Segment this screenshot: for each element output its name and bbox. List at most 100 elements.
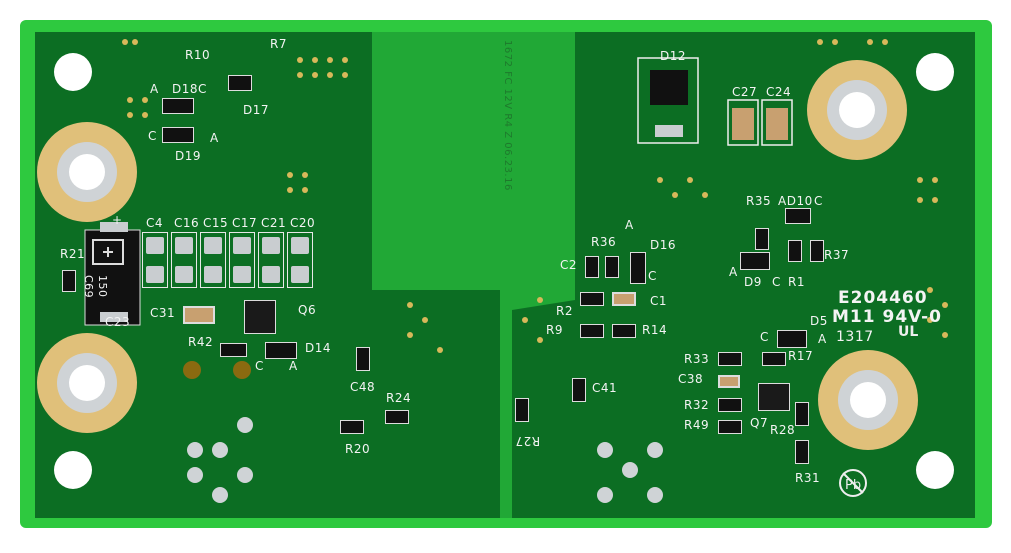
label-anode: A [150, 82, 159, 96]
label-r32: R32 [684, 398, 710, 412]
label-cathode: C [648, 269, 657, 283]
screw-hole [916, 53, 954, 91]
label-r9: R9 [546, 323, 563, 337]
label-c21: C21 [261, 216, 287, 230]
label-c2: C2 [560, 258, 578, 272]
resistor-r21 [62, 270, 76, 292]
label-c48: C48 [350, 380, 376, 394]
label-r2: R2 [556, 304, 573, 318]
diode-d9 [740, 252, 770, 270]
capacitor-c31 [183, 306, 215, 324]
label-c38: C38 [678, 372, 704, 386]
resistor-r24 [385, 410, 409, 424]
label-r20: R20 [345, 442, 371, 456]
label-r31: R31 [795, 471, 821, 485]
resistor-r31 [795, 440, 809, 464]
screw-hole [54, 451, 92, 489]
c27-capacitor [732, 108, 754, 140]
label-r14: R14 [642, 323, 668, 337]
diode-ad10 [785, 208, 811, 224]
label-d5: D5 [810, 314, 828, 328]
capacitor-c38 [718, 375, 740, 388]
label-c27: C27 [732, 85, 758, 99]
label-r42: R42 [188, 335, 214, 349]
resistor-r2 [580, 292, 604, 306]
label-r49: R49 [684, 418, 710, 432]
label-cathode: C [255, 359, 264, 373]
capacitor-c20 [287, 232, 313, 288]
diode-d5 [777, 330, 807, 348]
vias [122, 39, 948, 353]
diode-d17 [228, 75, 252, 91]
label-d18: D18 [172, 82, 199, 96]
capacitor-c21 [258, 232, 284, 288]
diode-d18 [162, 98, 194, 114]
label-r1: R1 [788, 275, 805, 289]
resistor-r36 [605, 256, 619, 278]
label-d17: D17 [243, 103, 270, 117]
resistor-r14 [612, 324, 636, 338]
diode-d19 [162, 127, 194, 143]
label-r24: R24 [386, 391, 412, 405]
resistor-r35 [755, 228, 769, 250]
label-r35: R35 [746, 194, 772, 208]
capacitor-c17 [229, 232, 255, 288]
label-c20: C20 [290, 216, 316, 230]
label-c1: C1 [650, 294, 668, 308]
c23-tantalum-capacitor [84, 229, 141, 326]
label-r36: R36 [591, 235, 617, 249]
label-c24: C24 [766, 85, 792, 99]
diode-d16 [630, 252, 646, 284]
label-c31: C31 [150, 306, 176, 320]
capacitor-c4 [142, 232, 168, 288]
label-r33: R33 [684, 352, 710, 366]
label-q6: Q6 [298, 303, 317, 317]
cert-number: E204460 [838, 288, 928, 308]
isolation-channel [372, 32, 575, 518]
resistor-r17 [762, 352, 786, 366]
label-cathode: C [198, 82, 207, 96]
c24-capacitor [766, 108, 788, 140]
label-c15: C15 [203, 216, 229, 230]
date-code: 1317 [836, 329, 874, 345]
resistor-r32 [718, 398, 742, 412]
svg-text:UL: UL [898, 324, 918, 340]
label-c41: C41 [592, 381, 618, 395]
capacitor-c48 [356, 347, 370, 371]
label-c16: C16 [174, 216, 200, 230]
label-cathode: C [148, 129, 157, 143]
label-c17: C17 [232, 216, 258, 230]
diode-d14 [265, 342, 297, 359]
d12-diode [650, 70, 688, 105]
label-c4: C4 [146, 216, 164, 230]
label-c23: C23 [105, 315, 131, 329]
label-r21: R21 [60, 247, 86, 261]
d12-outline [637, 57, 699, 144]
label-c69: C69 [82, 275, 95, 299]
label-r7: R7 [270, 37, 287, 51]
label-c69-value: 150 [96, 275, 109, 298]
ic-q7 [758, 383, 790, 411]
label-cathode: C [814, 194, 823, 208]
screw-hole [916, 451, 954, 489]
label-r27: R27 [515, 434, 541, 448]
label-r10: R10 [185, 48, 211, 62]
capacitor-c41 [572, 378, 586, 402]
flammability-rating: M11 94V-0 [832, 307, 942, 327]
label-d14: D14 [305, 341, 332, 355]
label-d9: D9 [744, 275, 762, 289]
label-cathode: C [760, 330, 769, 344]
lead-free-logo [839, 469, 867, 497]
label-d19: D19 [175, 149, 202, 163]
label-anode: A [729, 265, 738, 279]
capacitor-c15 [200, 232, 226, 288]
label-anode: A [625, 218, 634, 232]
capacitor-c1 [612, 292, 636, 306]
label-r17: R17 [788, 349, 814, 363]
label-ad10: AD10 [778, 194, 813, 208]
capacitor-c2 [585, 256, 599, 278]
resistor-r27 [515, 398, 529, 422]
resistor-r33 [718, 352, 742, 366]
